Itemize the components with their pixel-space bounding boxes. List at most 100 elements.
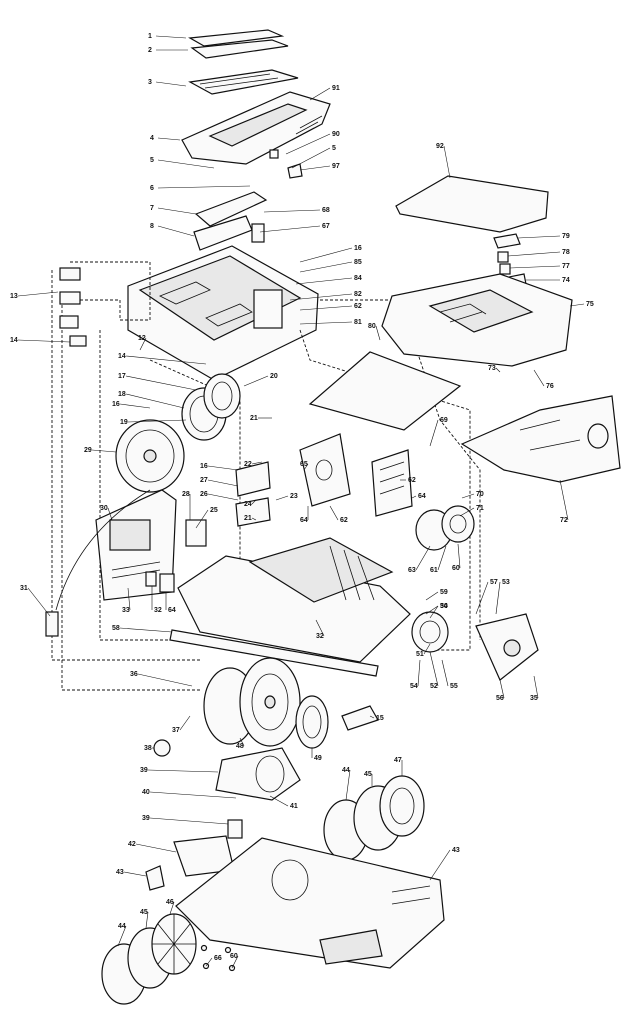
callout-label: 54 [410, 683, 418, 690]
callout-label: 42 [128, 841, 136, 848]
callout-label: 78 [562, 249, 570, 256]
callout-label: 33 [122, 607, 130, 614]
leader-line [17, 339, 71, 343]
filter-block [371, 449, 413, 517]
callout-label: 52 [430, 683, 438, 690]
callout-label: 62 [408, 477, 416, 484]
callout-label: 41 [290, 803, 298, 810]
callout-label: 37 [172, 727, 180, 734]
dust-bag [460, 395, 621, 483]
leader-line [437, 545, 447, 571]
leader-line [411, 495, 417, 499]
leader-line [125, 355, 207, 365]
leader-lines [17, 35, 585, 969]
callout-label: 69 [440, 417, 448, 424]
callout-label: 84 [354, 275, 362, 282]
leader-line [157, 137, 181, 141]
leader-line [195, 509, 209, 529]
leader-line [169, 901, 175, 915]
leader-line [495, 581, 501, 615]
leader-line [569, 303, 585, 307]
leader-line [429, 651, 439, 687]
leader-line [533, 369, 545, 387]
leader-line [259, 225, 321, 233]
rear-bumper [411, 611, 539, 681]
leader-line [127, 587, 131, 611]
leader-line [475, 581, 489, 615]
callout-label: 43 [116, 869, 124, 876]
callout-label: 72 [560, 517, 568, 524]
leader-line [135, 843, 177, 853]
callout-label: 44 [342, 767, 350, 774]
motor-assembly [203, 657, 301, 747]
leader-line [157, 225, 195, 237]
callout-label: 56 [496, 695, 504, 702]
leader-line [457, 543, 461, 569]
leader-line [509, 265, 561, 269]
callout-label: 39 [140, 767, 148, 774]
leader-line [275, 495, 289, 501]
bottom-housing [175, 837, 445, 969]
leader-line [499, 679, 505, 699]
callout-label: 75 [586, 301, 594, 308]
leader-line [137, 673, 193, 687]
leader-line [145, 911, 149, 929]
callout-label: 64 [418, 493, 426, 500]
leader-line [303, 463, 309, 471]
callout-label: 19 [120, 419, 128, 426]
callout-label: 71 [476, 505, 484, 512]
callout-label: 34 [440, 603, 448, 610]
callout-label: 12 [138, 335, 146, 342]
leader-line [251, 461, 263, 465]
leader-line [299, 247, 353, 263]
callout-label: 44 [118, 923, 126, 930]
callout-label: 82 [354, 291, 362, 298]
callout-label: 16 [354, 245, 362, 252]
leader-line [207, 479, 239, 487]
callout-label: 73 [488, 365, 496, 372]
callout-label: 14 [10, 337, 18, 344]
leader-line [425, 591, 439, 601]
leader-line [117, 925, 127, 947]
leader-line [295, 277, 353, 285]
leader-line [507, 251, 561, 257]
leader-line [559, 479, 569, 521]
callout-label: 27 [200, 477, 208, 484]
callout-label: 63 [408, 567, 416, 574]
circuit-board [299, 433, 351, 507]
callout-label: 38 [144, 745, 152, 752]
callout-label: 45 [364, 771, 372, 778]
leader-line [231, 955, 239, 969]
callout-label: 25 [210, 507, 218, 514]
leader-line [149, 817, 229, 825]
leader-line [415, 545, 431, 571]
leader-line [299, 321, 353, 325]
callout-label: 15 [376, 715, 384, 722]
leader-line [309, 87, 331, 101]
leader-line [417, 659, 421, 687]
callout-label: 60 [230, 953, 238, 960]
callout-label: 2 [148, 47, 152, 54]
callout-label: 8 [150, 223, 154, 230]
callout-label: 80 [368, 323, 376, 330]
leader-line [155, 81, 187, 87]
leader-line [207, 493, 239, 501]
callout-label: 79 [562, 233, 570, 240]
callout-label: 90 [332, 131, 340, 138]
rear-wheel-set [323, 775, 425, 861]
leader-line [251, 517, 257, 521]
callout-label: 76 [546, 383, 554, 390]
callout-label: 6 [150, 185, 154, 192]
callout-label: 14 [118, 353, 126, 360]
leader-line [299, 305, 353, 311]
callout-label: 7 [150, 205, 154, 212]
leader-line [157, 207, 197, 215]
leader-line [239, 737, 245, 747]
callout-label: 62 [354, 303, 362, 310]
callout-label: 66 [214, 955, 222, 962]
leader-line [429, 849, 451, 881]
motor-gasket [295, 695, 329, 749]
leader-line [495, 367, 501, 373]
callout-label: 23 [290, 493, 298, 500]
